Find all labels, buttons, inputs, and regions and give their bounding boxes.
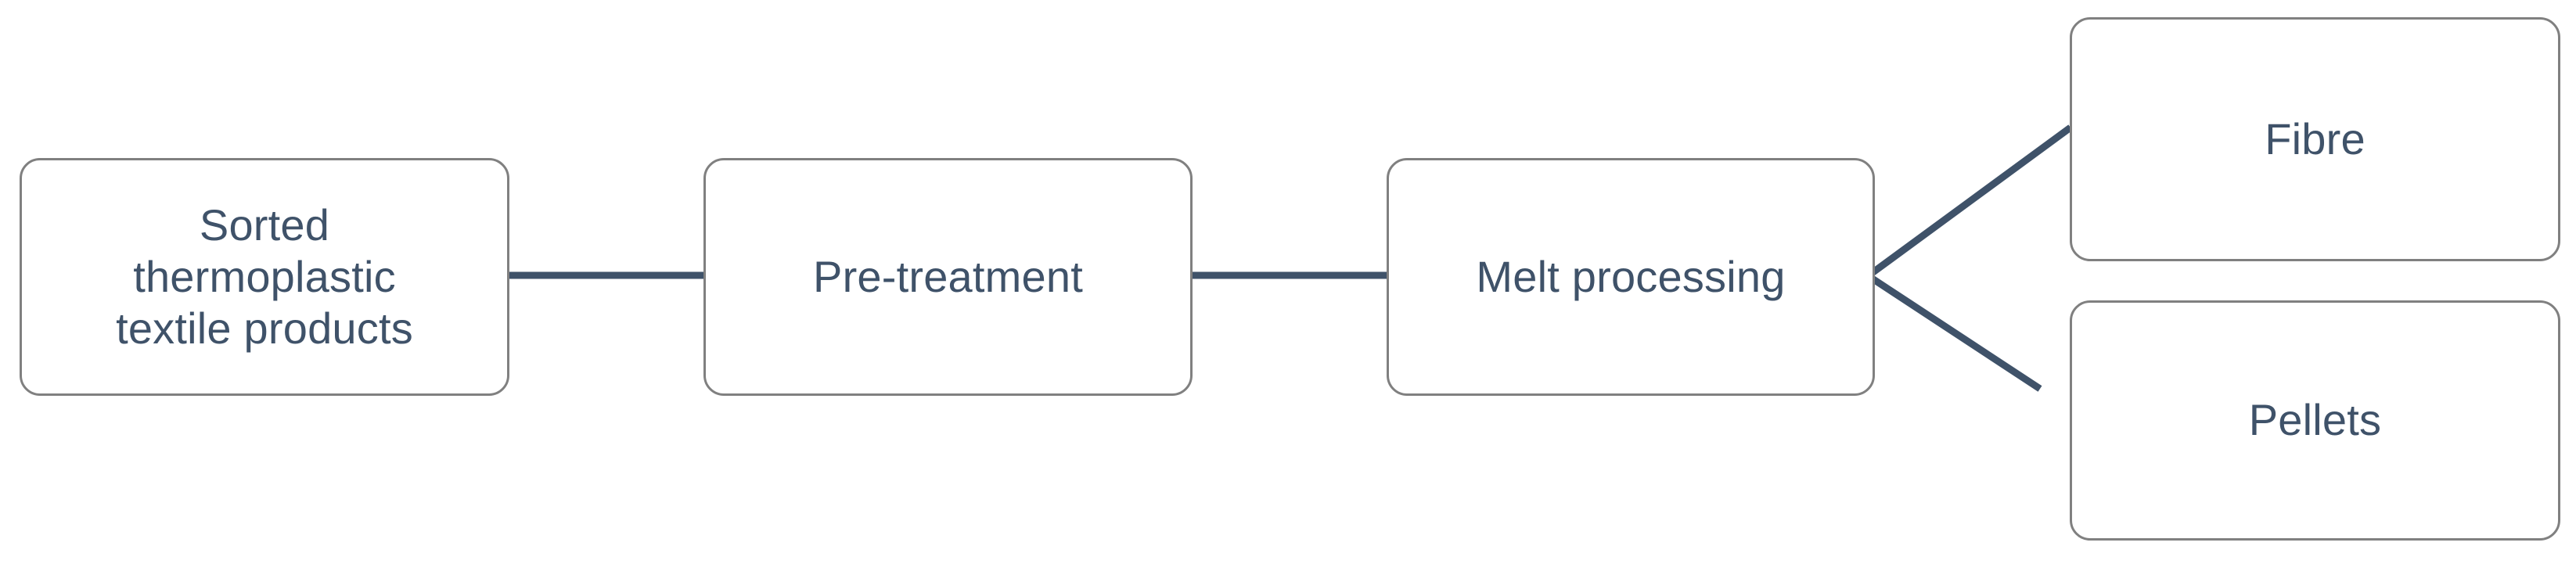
edge-melt-to-pellets: [1869, 275, 2042, 392]
node-label: Sorted thermoplastic textile products: [116, 199, 413, 354]
node-pre-treatment[interactable]: Pre-treatment: [703, 158, 1193, 396]
node-label: Fibre: [2265, 113, 2366, 163]
node-label: Pellets: [2248, 395, 2382, 445]
node-melt-processing[interactable]: Melt processing: [1387, 158, 1875, 396]
node-label: Pre-treatment: [813, 251, 1083, 301]
node-pellets[interactable]: Pellets: [2070, 300, 2560, 541]
node-fibre[interactable]: Fibre: [2070, 17, 2560, 261]
node-sorted-thermoplastic-textile-products[interactable]: Sorted thermoplastic textile products: [20, 158, 509, 396]
edge-melt-to-fibre: [1869, 124, 2073, 277]
node-label: Melt processing: [1476, 251, 1786, 301]
